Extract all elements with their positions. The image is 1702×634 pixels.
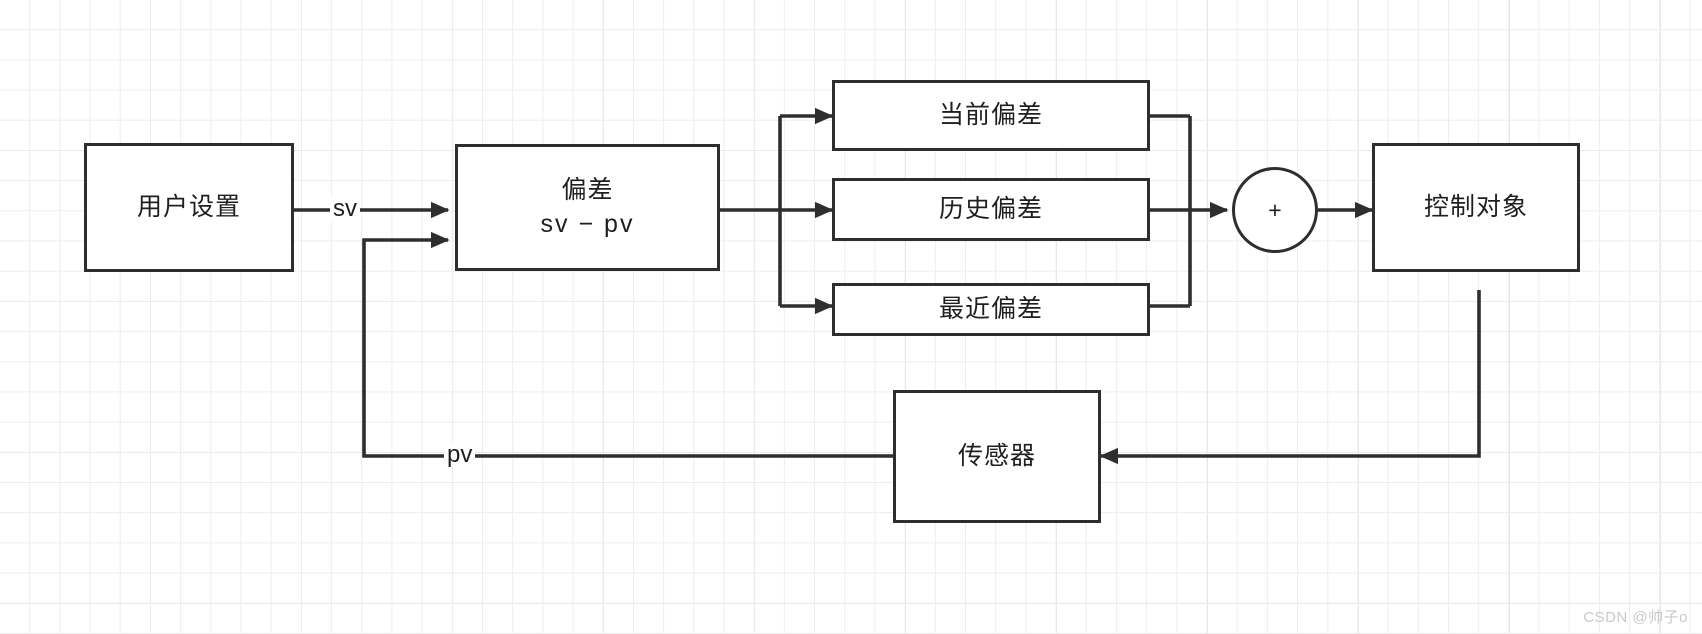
- node-controlled-object-label: 控制对象: [1423, 192, 1528, 221]
- node-deviation-label: 偏差: [561, 175, 614, 204]
- node-current-deviation[interactable]: 当前偏差: [832, 80, 1150, 151]
- edge-label-sv: sv: [330, 197, 360, 221]
- node-summing-junction-label: +: [1268, 196, 1282, 223]
- node-historical-deviation[interactable]: 历史偏差: [832, 178, 1150, 241]
- node-user-setting-label: 用户设置: [136, 192, 241, 221]
- node-sensor[interactable]: 传感器: [893, 390, 1101, 523]
- node-recent-deviation-label: 最近偏差: [938, 294, 1043, 323]
- node-deviation[interactable]: 偏差 sv − pv: [455, 144, 720, 271]
- node-recent-deviation[interactable]: 最近偏差: [832, 283, 1150, 336]
- edge-sensor-to-deviation: [362, 231, 893, 458]
- node-current-deviation-label: 当前偏差: [938, 100, 1043, 129]
- node-user-setting[interactable]: 用户设置: [84, 143, 294, 272]
- edge-label-pv: pv: [444, 443, 476, 467]
- node-deviation-sublabel: sv − pv: [540, 209, 635, 238]
- watermark: CSDN @帅子o: [1583, 609, 1688, 626]
- node-summing-junction[interactable]: +: [1232, 167, 1318, 253]
- node-sensor-label: 传感器: [957, 441, 1036, 470]
- node-historical-deviation-label: 历史偏差: [938, 194, 1043, 223]
- node-controlled-object[interactable]: 控制对象: [1372, 143, 1580, 272]
- edge-controlled-object-to-sensor: [1099, 290, 1481, 465]
